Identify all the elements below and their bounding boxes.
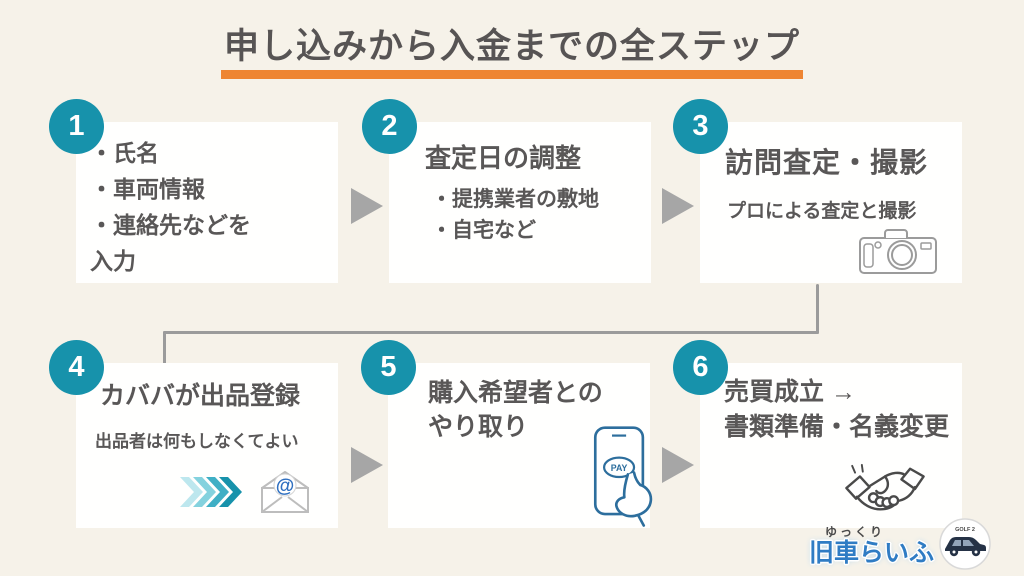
flow-arrow-right-icon: [662, 188, 694, 224]
step-3-subtext: プロによる査定と撮影: [727, 201, 917, 222]
pay-button-label: PAY: [611, 463, 628, 473]
step-4-heading: カババが出品登録: [100, 382, 301, 410]
smartphone-pay-icon: PAY: [593, 426, 653, 527]
step-number-badge: 1: [49, 99, 104, 154]
step-card-2: 2 査定日の調整 ・提携業者の敷地 ・自宅など: [362, 99, 651, 283]
step-number-badge: 3: [673, 99, 728, 154]
step-card-1: 1 ・氏名 ・車両情報 ・連絡先などを 入力: [49, 99, 338, 283]
page-title: 申し込みから入金までの全ステップ: [220, 26, 803, 79]
logo-car-badge: GOLF 2: [939, 518, 991, 570]
title-area: 申し込みから入金までの全ステップ: [0, 0, 1024, 80]
logo-name: 旧車らいふ: [808, 538, 934, 567]
step-number-badge: 4: [49, 340, 104, 395]
step-2-bullets: ・提携業者の敷地 ・自宅など: [431, 184, 651, 246]
flow-arrow-right-icon: [351, 447, 383, 483]
step-5-heading-line: やり取り: [428, 413, 529, 441]
handshake-icon: [845, 463, 925, 511]
email-at-icon: @: [261, 471, 309, 513]
step-3-heading: 訪問査定・撮影: [725, 147, 929, 178]
camera-icon: [859, 229, 937, 274]
step-card-5: 5 購入希望者との やり取り PAY: [361, 340, 653, 528]
logo-reading: ゆっくり: [824, 524, 885, 539]
step-1-line: ・車両情報: [90, 176, 205, 202]
step-number-badge: 6: [673, 340, 728, 395]
step-6-heading-line: 売買成立 →: [724, 378, 856, 406]
logo-text: ゆっくり 旧車らいふ: [809, 523, 934, 566]
step-number-badge: 5: [361, 340, 416, 395]
connector-line-horizontal: [163, 331, 819, 334]
fast-forward-chevrons-icon: [180, 477, 242, 507]
flow-arrow-right-icon: [351, 188, 383, 224]
step-6-heading-line: 書類準備・名義変更: [724, 413, 950, 441]
connector-line-vertical-left: [163, 331, 166, 365]
step-5-heading: 購入希望者との やり取り: [428, 376, 650, 444]
step-1-text: ・氏名 ・車両情報 ・連絡先などを 入力: [76, 122, 338, 279]
logo-badge-text: GOLF 2: [955, 527, 975, 533]
step-4-subtext: 出品者は何もしなくてよい: [95, 432, 299, 451]
site-logo: ゆっくり 旧車らいふ GOLF 2: [809, 517, 992, 571]
step-2-bullet: ・提携業者の敷地: [431, 188, 599, 211]
flow-arrow-right-icon: [662, 447, 694, 483]
at-symbol: @: [276, 476, 295, 497]
step-1-line: ・連絡先などを: [90, 212, 251, 238]
step-card-4: 4 カババが出品登録 出品者は何もしなくてよい @: [49, 340, 338, 528]
step-2-heading: 査定日の調整: [425, 143, 582, 173]
step-6-heading: 売買成立 → 書類準備・名義変更: [724, 375, 962, 445]
step-4-icons: @: [180, 468, 312, 516]
step-1-line: ・氏名: [90, 140, 159, 166]
step-card-3: 3 訪問査定・撮影 プロによる査定と撮影: [673, 99, 962, 283]
step-5-heading-line: 購入希望者との: [428, 379, 603, 407]
step-card-6: 6 売買成立 → 書類準備・名義変更: [673, 340, 962, 528]
step-2-bullet: ・自宅など: [431, 219, 536, 242]
step-number-badge: 2: [362, 99, 417, 154]
connector-line-vertical-right: [816, 284, 819, 334]
step-1-line: 入力: [90, 248, 136, 274]
